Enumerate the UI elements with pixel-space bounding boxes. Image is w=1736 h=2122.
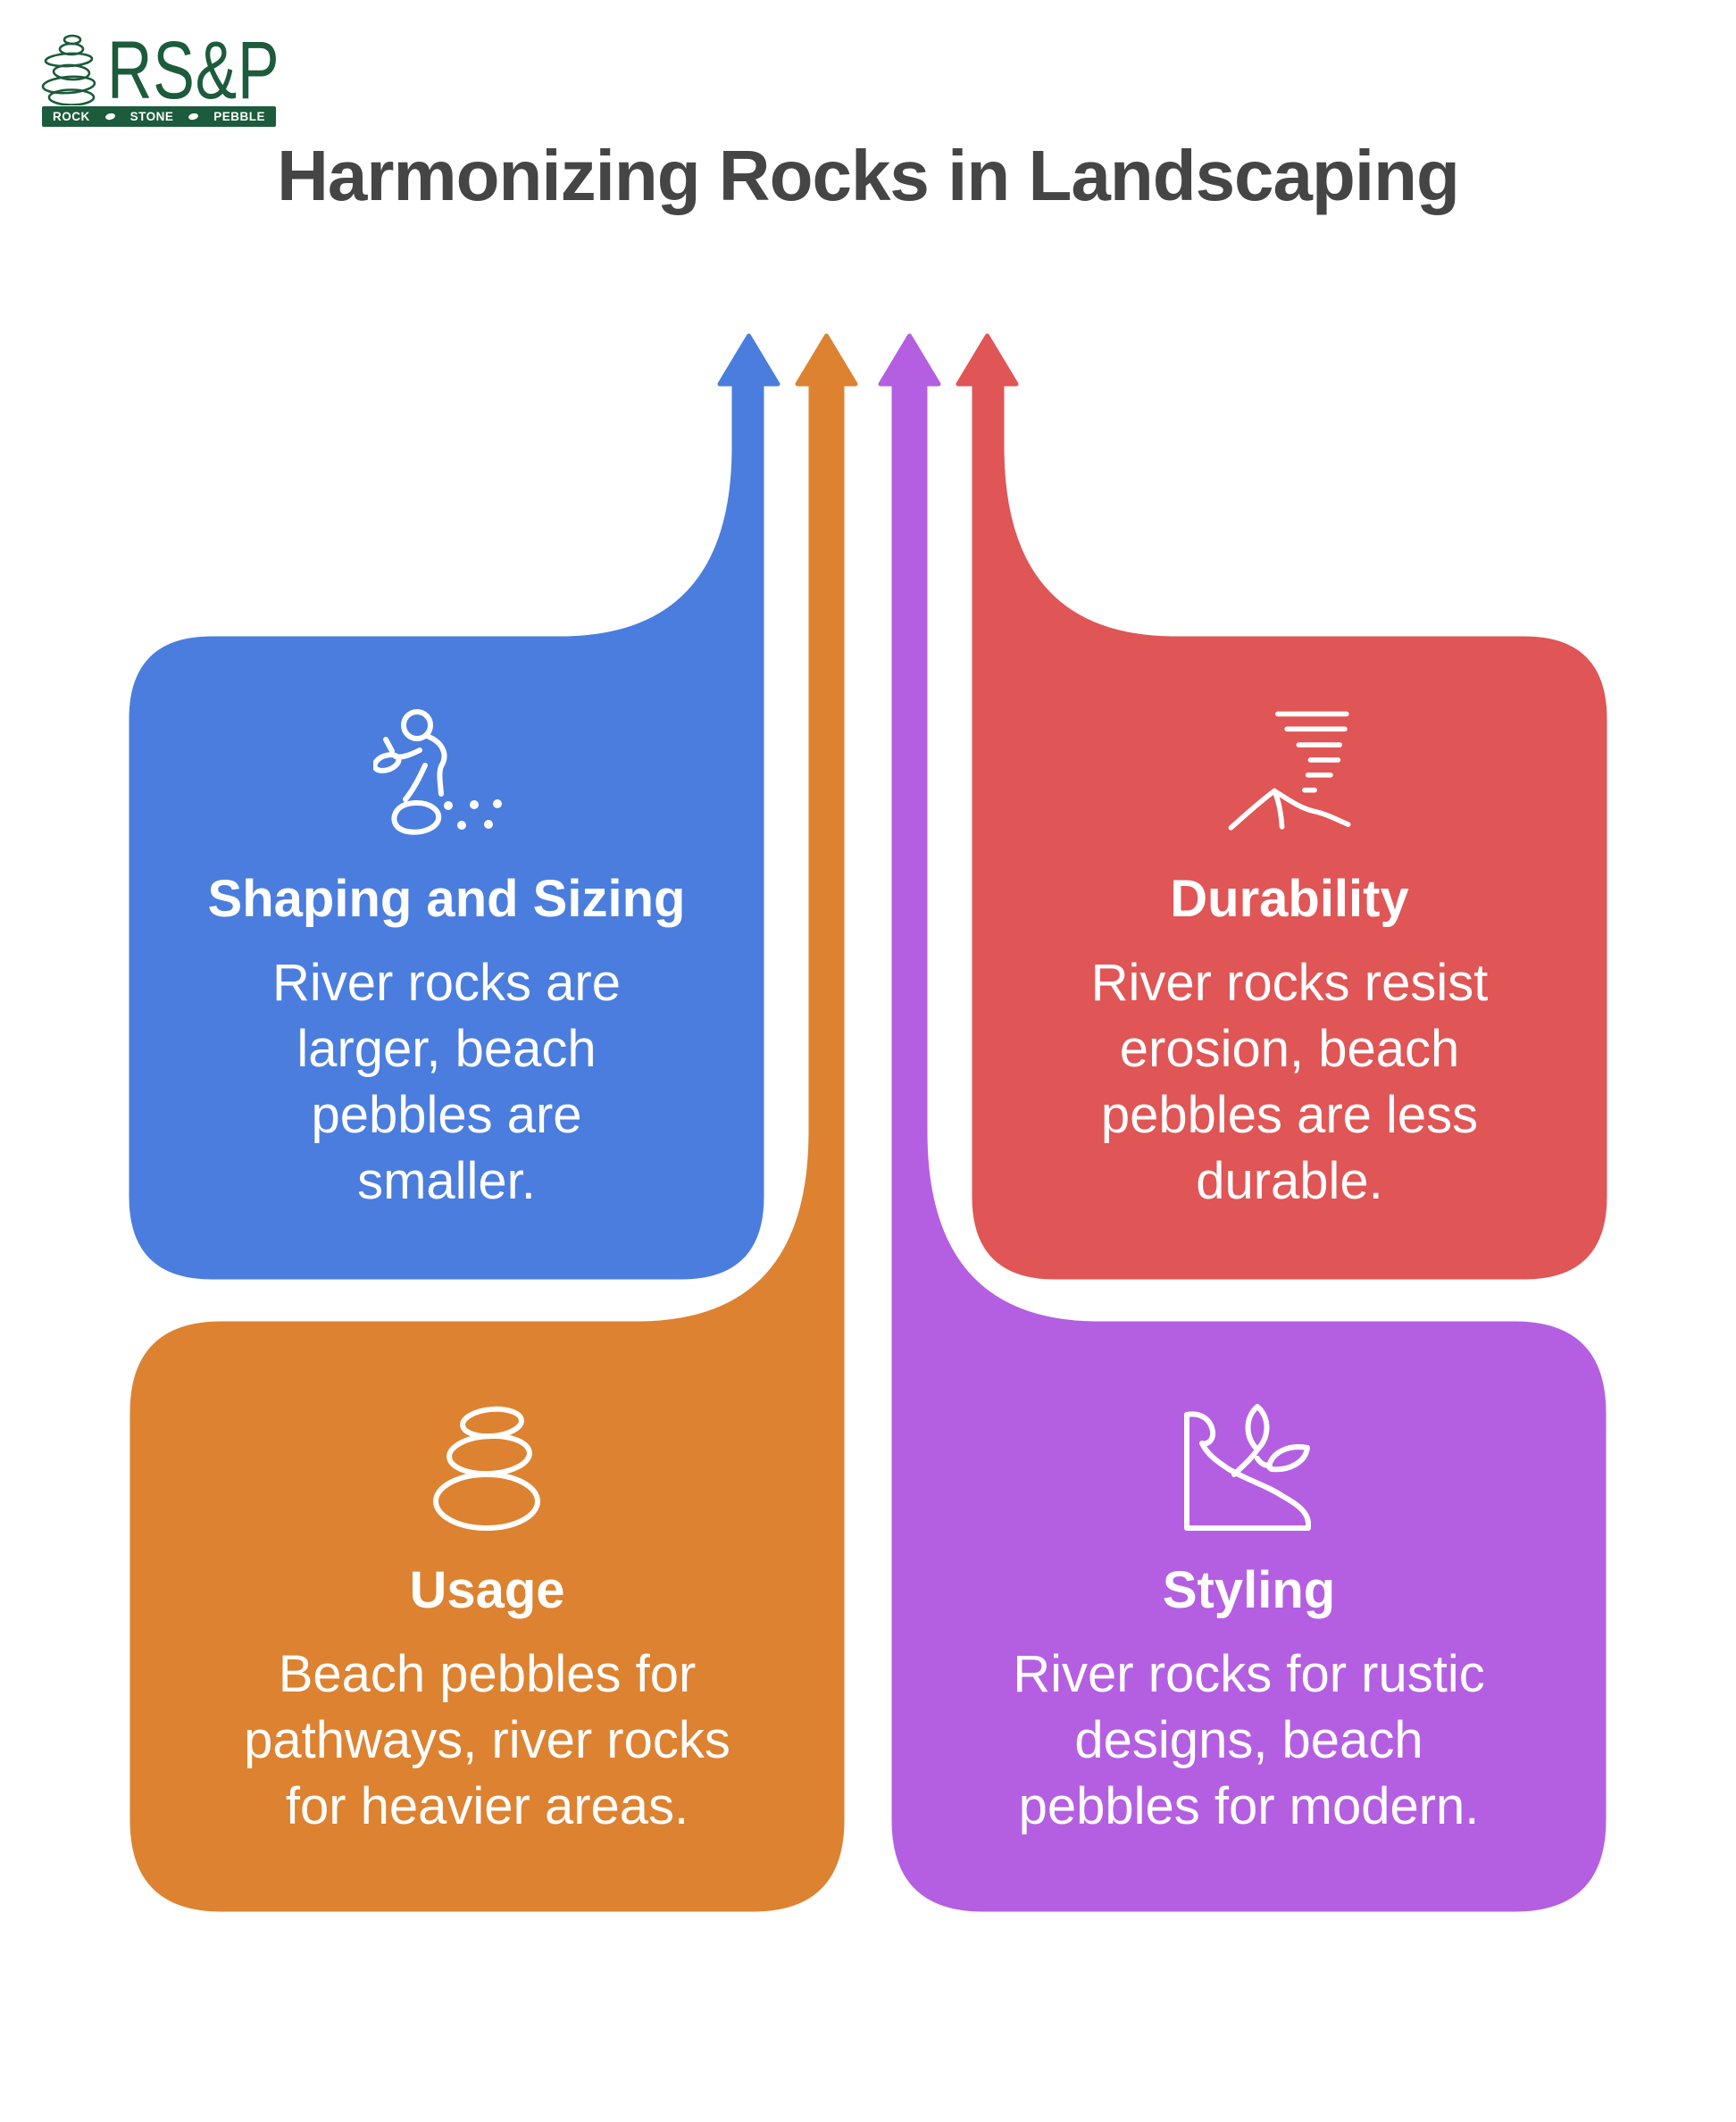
- card-icon-wrap: [131, 706, 762, 840]
- body-line: erosion, beach: [1119, 1020, 1460, 1078]
- body-line: larger, beach: [296, 1020, 597, 1078]
- body-line: River rocks are: [272, 954, 621, 1012]
- body-line: pebbles for modern.: [1018, 1777, 1480, 1835]
- card-shape-shaping-arrow: [129, 333, 780, 1280]
- rock-plant-icon: [1183, 1403, 1311, 1531]
- body-line: pebbles are: [311, 1086, 582, 1144]
- card-icon-wrap: [894, 1400, 1604, 1534]
- card-body: River rocks are larger, beach pebbles ar…: [131, 950, 762, 1215]
- card-styling: Styling River rocks for rustic designs, …: [894, 1393, 1604, 1840]
- body-line: pebbles are less: [1100, 1086, 1479, 1144]
- body-line: for heavier areas.: [285, 1777, 689, 1835]
- card-shape-styling-arrow: [878, 333, 1607, 1912]
- card-shape-usage-arrow: [129, 333, 858, 1912]
- card-icon-wrap: [132, 1400, 842, 1534]
- erosion-mountain-icon: [1228, 711, 1350, 831]
- stacked-stones-icon: [432, 1406, 540, 1531]
- body-line: smaller.: [357, 1152, 536, 1210]
- body-line: Beach pebbles for: [278, 1645, 697, 1703]
- body-line: durable.: [1196, 1152, 1383, 1210]
- logo-name: RS&P: [107, 25, 280, 116]
- page-title: Harmonizing Rocks in Landscaping: [277, 136, 1460, 215]
- sculptor-icon: [372, 708, 502, 835]
- card-durability: Durability River rocks resist erosion, b…: [974, 695, 1605, 1215]
- logo-word-stone: STONE: [129, 110, 174, 123]
- card-title: Durability: [1170, 870, 1409, 928]
- card-shaping-and-sizing: Shaping and Sizing River rocks are large…: [131, 695, 762, 1215]
- card-shape-durability-arrow: [956, 333, 1607, 1280]
- card-usage: Usage Beach pebbles for pathways, river …: [132, 1393, 842, 1840]
- pebble-cairn-icon: [41, 34, 96, 105]
- body-line: pathways, river rocks: [244, 1711, 730, 1769]
- body-line: River rocks resist: [1090, 954, 1489, 1012]
- logo-word-rock: ROCK: [53, 110, 90, 123]
- card-title: Styling: [1162, 1561, 1336, 1619]
- card-body: Beach pebbles for pathways, river rocks …: [132, 1642, 842, 1840]
- body-line: River rocks for rustic: [1013, 1645, 1485, 1703]
- logo-word-pebble: PEBBLE: [213, 110, 265, 123]
- card-body: River rocks for rustic designs, beach pe…: [894, 1642, 1604, 1840]
- logo-tagline-bar: ROCK STONE PEBBLE: [42, 106, 276, 127]
- card-body: River rocks resist erosion, beach pebble…: [974, 950, 1605, 1215]
- card-title: Shaping and Sizing: [207, 870, 686, 928]
- logo: RS&P ROCK STONE PEBBLE: [39, 27, 289, 132]
- card-title: Usage: [409, 1561, 565, 1619]
- card-icon-wrap: [974, 706, 1605, 840]
- body-line: designs, beach: [1074, 1711, 1423, 1769]
